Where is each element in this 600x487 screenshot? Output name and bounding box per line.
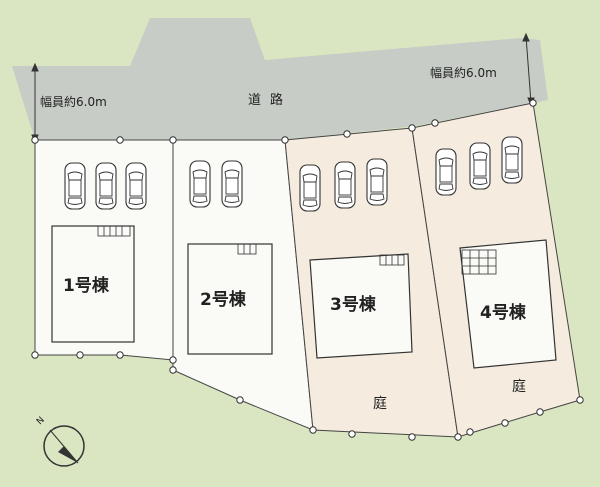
garden-label-lot-3: 庭 xyxy=(373,396,387,412)
boundary-marker xyxy=(76,351,84,359)
boundary-marker xyxy=(31,136,39,144)
building-1 xyxy=(51,225,135,343)
building-2-label: 2号棟 xyxy=(200,290,246,310)
boundary-marker xyxy=(169,136,177,144)
boundary-marker xyxy=(236,396,244,404)
boundary-marker xyxy=(536,408,544,416)
building-2-balcony xyxy=(237,243,257,255)
road-width-left-label: 幅員約6.0m xyxy=(40,95,107,109)
boundary-marker xyxy=(116,351,124,359)
boundary-marker xyxy=(408,433,416,441)
building-3-balcony xyxy=(379,254,405,266)
boundary-marker xyxy=(31,351,39,359)
road-area xyxy=(12,18,548,140)
boundary-marker xyxy=(431,119,439,127)
building-2 xyxy=(187,243,273,355)
parking-cars xyxy=(64,136,523,212)
boundary-marker xyxy=(169,356,177,364)
boundary-marker xyxy=(343,130,351,138)
car-icon xyxy=(334,161,356,209)
building-1-label: 1号棟 xyxy=(63,276,109,296)
car-icon xyxy=(64,162,86,210)
boundary-marker xyxy=(348,430,356,438)
building-3 xyxy=(309,253,413,359)
road-label: 道路 xyxy=(248,93,293,108)
road-width-right-label: 幅員約6.0m xyxy=(430,66,497,80)
boundary-marker xyxy=(116,136,124,144)
boundary-marker xyxy=(309,426,317,434)
boundary-marker xyxy=(466,428,474,436)
garden-label-lot-4: 庭 xyxy=(512,379,526,395)
boundary-marker xyxy=(529,99,537,107)
car-icon xyxy=(189,160,211,208)
car-icon xyxy=(95,162,117,210)
car-icon xyxy=(125,162,147,210)
boundary-marker xyxy=(454,433,462,441)
car-icon xyxy=(501,136,523,184)
compass-icon xyxy=(43,425,85,467)
boundary-marker xyxy=(408,124,416,132)
boundary-marker xyxy=(576,396,584,404)
car-icon xyxy=(469,142,491,190)
building-1-balcony xyxy=(97,225,131,237)
boundary-markers xyxy=(31,99,584,441)
boundary-marker xyxy=(501,419,509,427)
building-4 xyxy=(459,239,557,369)
building-3-label: 3号棟 xyxy=(330,295,376,315)
car-icon xyxy=(221,160,243,208)
boundary-marker xyxy=(281,136,289,144)
car-icon xyxy=(435,148,457,196)
boundary-marker xyxy=(169,366,177,374)
car-icon xyxy=(299,164,321,212)
building-4-balcony xyxy=(461,249,497,275)
building-4-label: 4号棟 xyxy=(480,303,526,323)
car-icon xyxy=(366,158,388,206)
